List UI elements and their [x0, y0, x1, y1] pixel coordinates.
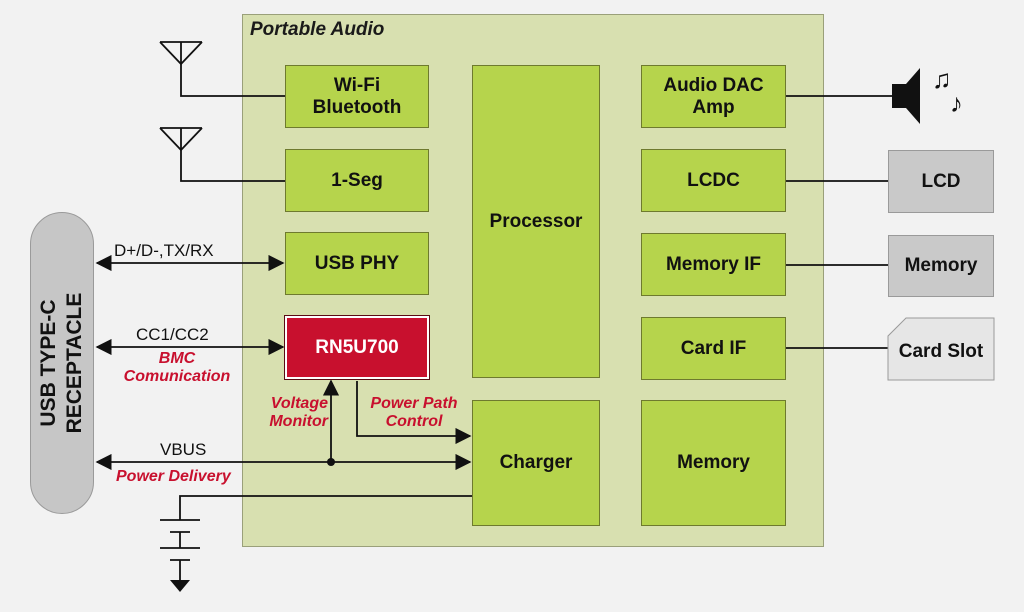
usb-label-line: USB TYPE-C [37, 299, 60, 427]
card-slot-shape [887, 317, 995, 381]
memory-if-block: Memory IF [641, 233, 786, 296]
external-memory-block: Memory [888, 235, 994, 297]
bmc-communication-label: BMC Comunication [116, 350, 238, 386]
annotation-line: Power Path [370, 395, 458, 412]
annotation-line: Control [385, 413, 443, 430]
usb-type-c-receptacle [30, 212, 94, 514]
container-title: Portable Audio [250, 19, 385, 40]
oneseg-block: 1-Seg [285, 149, 429, 212]
rn5u700-block: RN5U700 [284, 315, 430, 380]
block-label: Memory [677, 452, 750, 474]
block-label: LCD [921, 170, 961, 192]
annotation-line: Voltage [270, 395, 328, 412]
block-label: USB PHY [314, 252, 400, 274]
memory-internal-block: Memory [641, 400, 786, 526]
music-note-icon: ♫ [932, 64, 952, 94]
block-label: Amp [692, 96, 735, 118]
annotation-line: BMC [158, 350, 196, 367]
voltage-monitor-label: Voltage Monitor [252, 395, 328, 431]
lcdc-block: LCDC [641, 149, 786, 212]
usb-label-line: RECEPTACLE [63, 292, 86, 434]
power-delivery-label: Power Delivery [116, 468, 231, 485]
data-signal-label: D+/D-,TX/RX [114, 241, 214, 260]
vbus-signal-label: VBUS [160, 440, 207, 459]
music-note-icon: ♪ [950, 88, 963, 118]
block-label: Audio DAC [663, 74, 764, 96]
block-label: 1-Seg [331, 169, 383, 191]
usb-receptacle-label: USB TYPE-C RECEPTACLE [36, 223, 88, 503]
lcd-block: LCD [888, 150, 994, 213]
annotation-line: Monitor [269, 413, 328, 430]
charger-block: Charger [472, 400, 600, 526]
block-label: Memory IF [665, 253, 762, 275]
card-if-block: Card IF [641, 317, 786, 380]
block-label: Memory [904, 255, 978, 276]
annotation-line: Comunication [123, 368, 231, 385]
block-label: LCDC [687, 169, 740, 191]
block-label: Card Slot [898, 341, 984, 362]
cc-signal-label: CC1/CC2 [136, 325, 209, 344]
block-label: Card IF [680, 337, 747, 359]
block-label: RN5U700 [315, 336, 399, 358]
antenna-icon [159, 127, 286, 182]
block-label: Charger [499, 452, 573, 474]
block-label: Processor [489, 210, 583, 232]
power-path-control-label: Power Path Control [360, 395, 468, 431]
speaker-icon [892, 68, 920, 124]
block-label: Wi-Fi [333, 74, 381, 96]
processor-block: Processor [472, 65, 600, 378]
usb-phy-block: USB PHY [285, 232, 429, 295]
card-slot-block: Card Slot [888, 318, 994, 380]
antenna-icon [159, 41, 286, 97]
block-label: Bluetooth [312, 96, 402, 118]
